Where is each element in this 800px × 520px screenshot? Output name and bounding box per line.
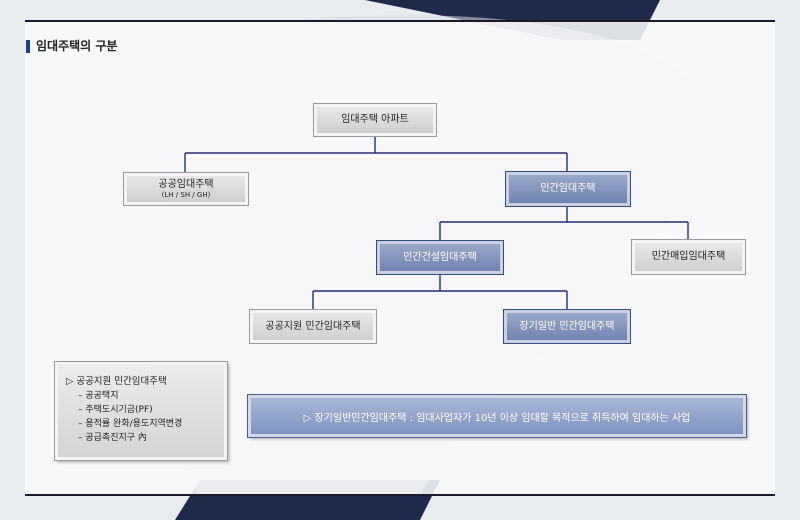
node-rental-apartment: 임대주택 아파트 <box>313 103 437 137</box>
node-private-rental: 민간임대주택 <box>505 171 631 207</box>
node-label: 공공지원 민간임대주택 <box>265 320 361 332</box>
node-label: 장기일반 민간임대주택 <box>519 320 615 332</box>
node-long-term-private-rental: 장기일반 민간임대주택 <box>503 309 631 344</box>
notes-item: – 용적률 완화/용도지역변경 <box>78 419 183 429</box>
connector-build-split <box>312 274 568 310</box>
node-private-built-rental: 민간건설임대주택 <box>376 240 504 275</box>
connector-private-split <box>439 206 689 241</box>
banner-text: ▷ 장기일반민간임대주택 : 임대사업자가 10년 이상 임대할 목적으로 취득… <box>303 412 691 424</box>
public-support-notes-box: ▷ 공공지원 민간임대주택 – 공공택지 – 주택도시기금(PF) – 용적률 … <box>54 361 228 461</box>
node-label: 공공임대주택 <box>158 178 214 190</box>
notes-item: – 공공택지 <box>78 391 119 401</box>
node-label: 민간매입임대주택 <box>651 251 726 262</box>
node-label: 민간임대주택 <box>540 183 596 194</box>
page-title: 임대주택의 구분 <box>26 40 117 53</box>
node-label: 임대주택 아파트 <box>341 114 409 125</box>
node-public-support-private-rental: 공공지원 민간임대주택 <box>249 309 377 344</box>
long-term-definition-banner: ▷ 장기일반민간임대주택 : 임대사업자가 10년 이상 임대할 목적으로 취득… <box>247 394 747 438</box>
node-public-rental: 공공임대주택 (LH / SH / GH) <box>123 172 249 206</box>
node-private-purchased-rental: 민간매입임대주택 <box>631 239 746 275</box>
notes-heading: ▷ 공공지원 민간임대주택 <box>66 376 167 387</box>
node-label: 민간건설임대주택 <box>403 251 477 263</box>
notes-item: – 주택도시기금(PF) <box>78 405 153 415</box>
node-sublabel: (LH / SH / GH) <box>161 190 211 199</box>
connector-root-split <box>184 136 568 173</box>
notes-item: – 공급촉진지구 內 <box>78 433 147 443</box>
